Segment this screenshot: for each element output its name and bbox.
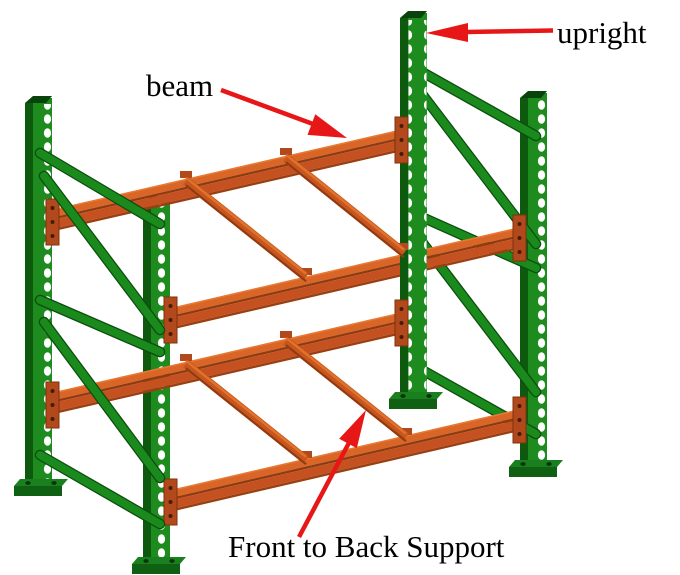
- front-to-back-support-arrow-head: [339, 410, 366, 449]
- upright-post-front-right: [389, 11, 443, 409]
- annotation-upright: upright: [426, 15, 647, 50]
- upright-post-back-right: [509, 91, 563, 477]
- beam-upper-front: [45, 116, 409, 246]
- label-upright: upright: [557, 15, 647, 50]
- beam-lower-front: [45, 299, 409, 429]
- label-front-to-back-support: Front to Back Support: [228, 529, 505, 564]
- front-to-back-support-lower-2: [280, 331, 412, 442]
- label-beam: beam: [146, 68, 213, 103]
- upright-arrow-head: [426, 23, 468, 42]
- beam-lower-back: [163, 396, 527, 526]
- front-to-back-support-arrow-line: [297, 437, 353, 539]
- beam-arrow-line: [220, 87, 314, 127]
- front-to-back-support-lower-1: [180, 354, 312, 465]
- front-to-back-support-upper-2: [280, 148, 408, 258]
- annotation-front-to-back-support: Front to Back Support: [228, 410, 505, 564]
- beam-arrow-head: [307, 114, 347, 138]
- front-to-back-support-upper-1: [180, 171, 312, 282]
- frame-bracing-left: [34, 147, 166, 530]
- annotation-beam: beam: [146, 68, 347, 138]
- beam-upper-back: [163, 214, 527, 344]
- upright-arrow-line: [465, 28, 554, 35]
